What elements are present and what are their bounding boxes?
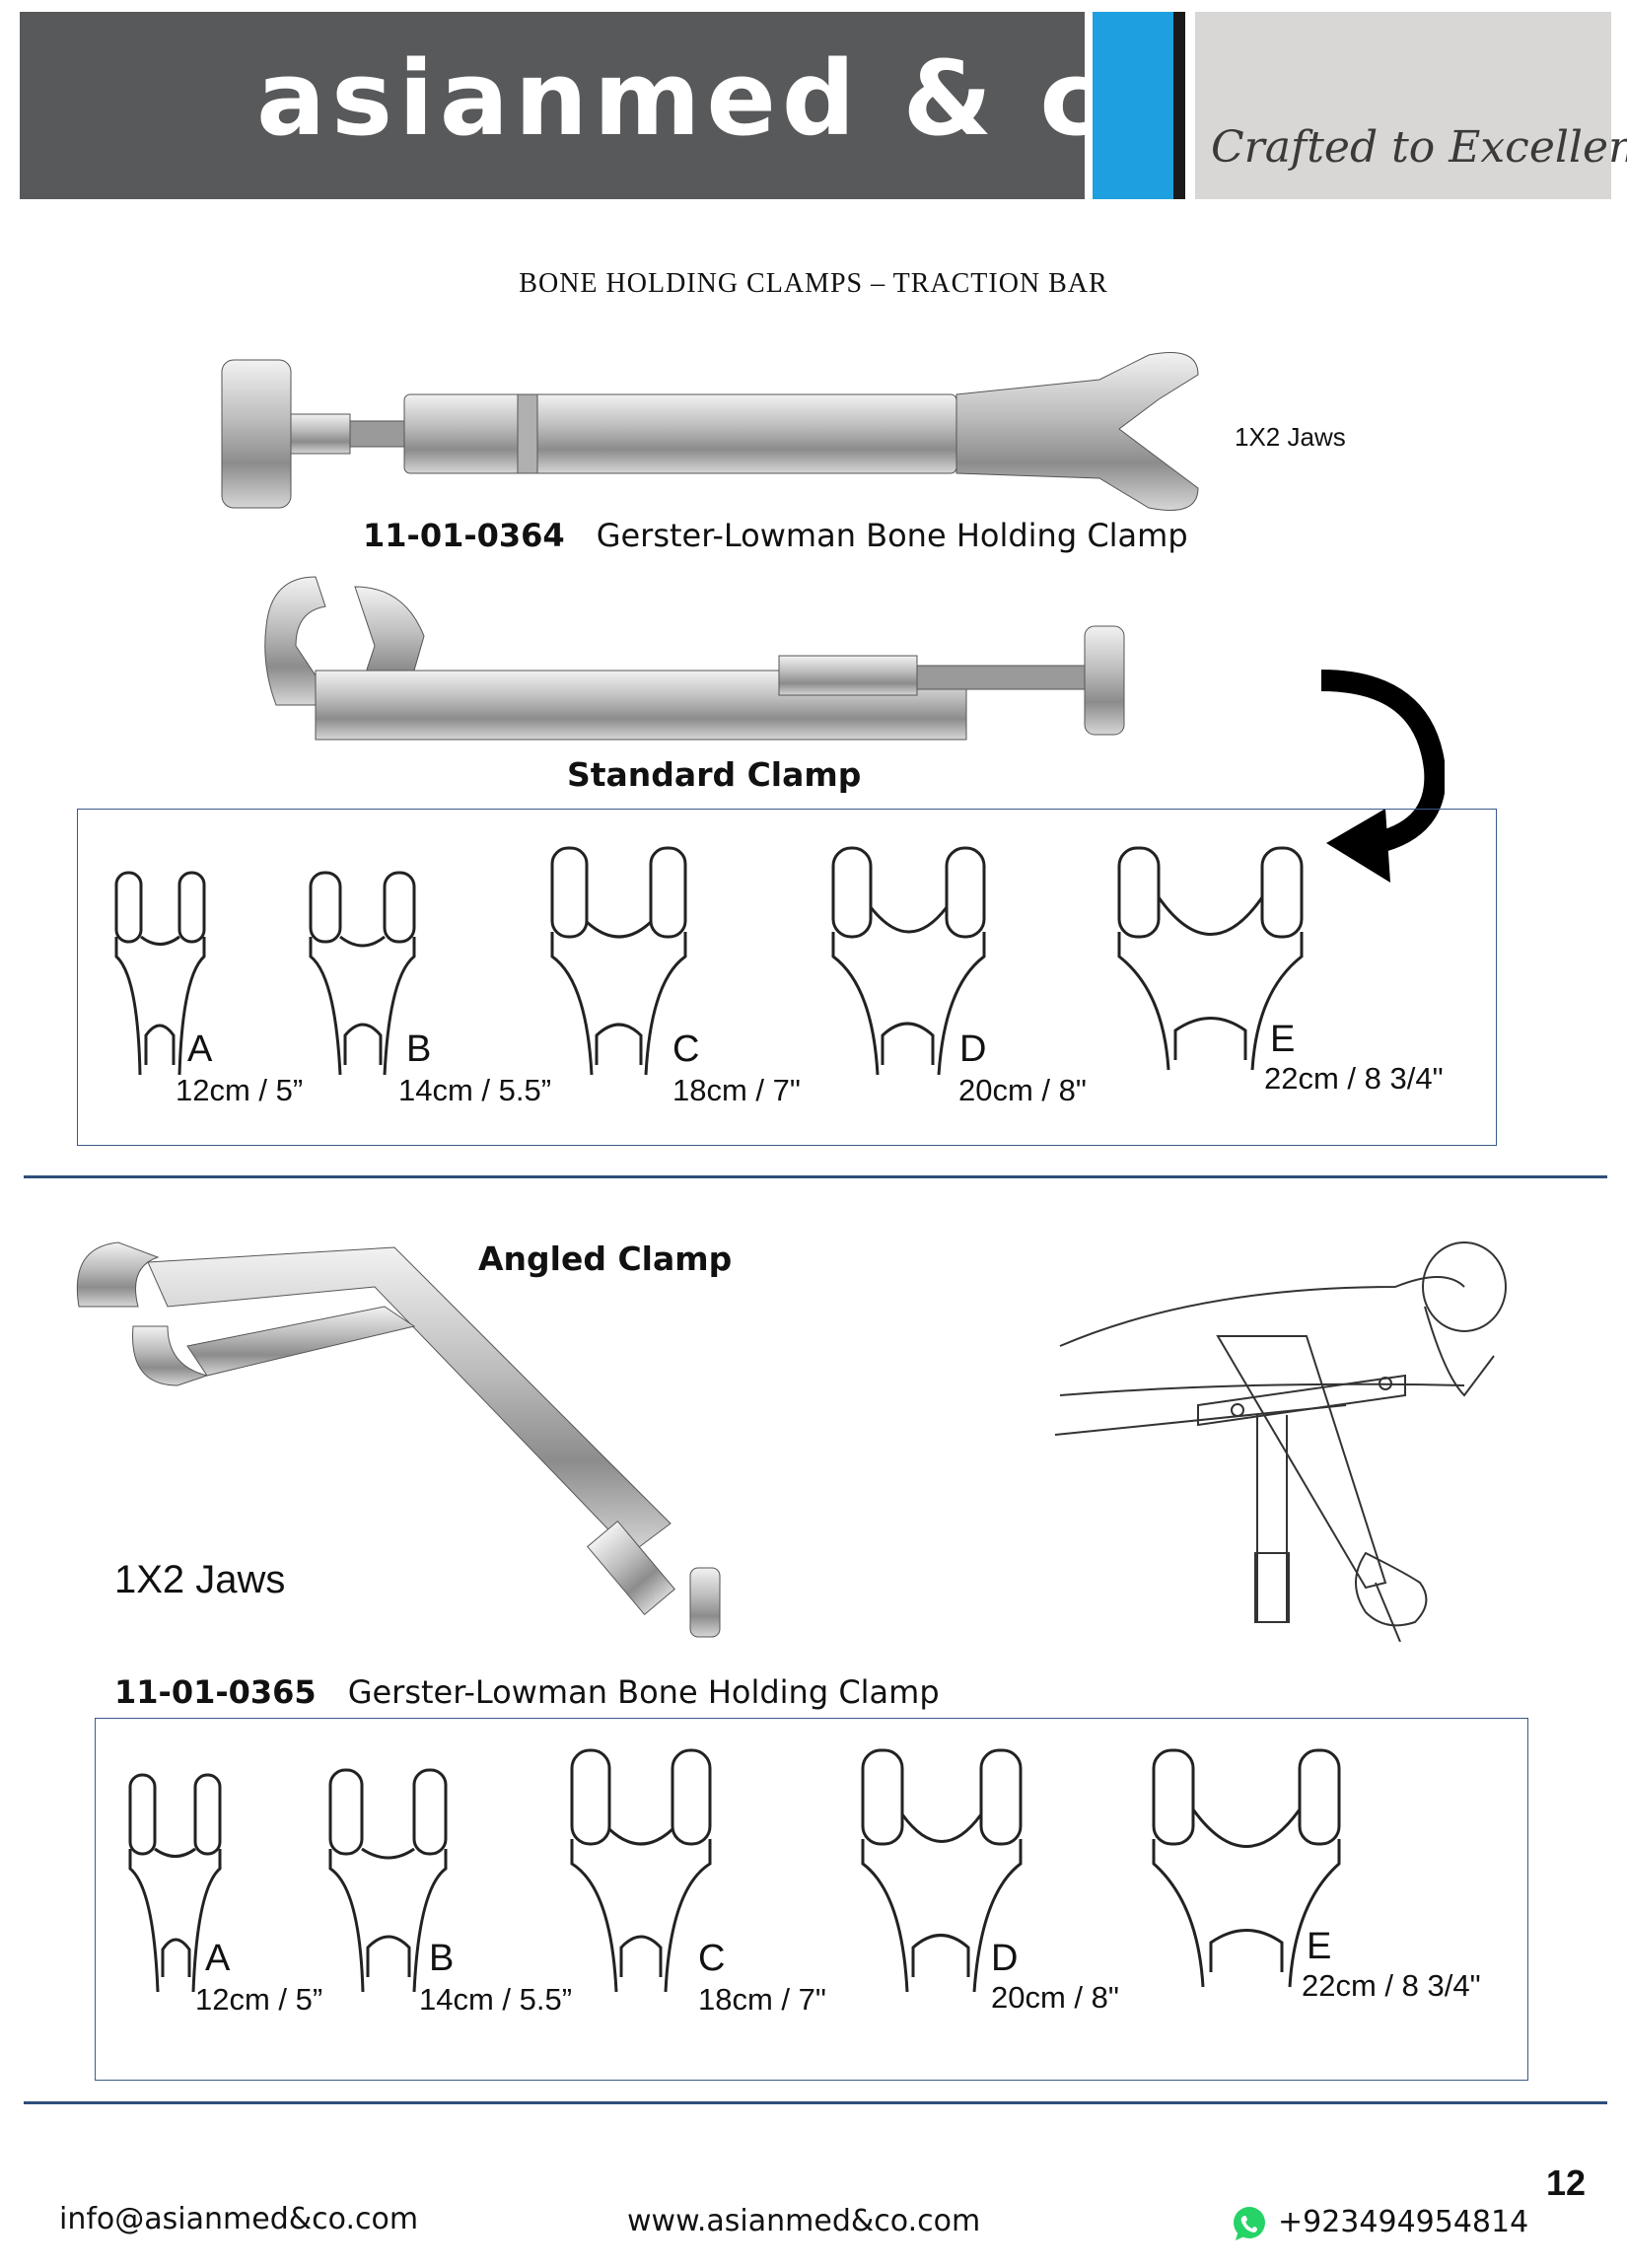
- gerster-lowman-clamp-image: [221, 352, 1199, 511]
- product-code: 11-01-0364: [363, 517, 565, 554]
- angled-jaw-drawings: [128, 1748, 1341, 1993]
- page-title: BONE HOLDING CLAMPS – TRACTION BAR: [519, 268, 1108, 299]
- footer-phone[interactable]: +923494954814: [1278, 2205, 1529, 2239]
- product-caption: 11-01-0365 Gerster-Lowman Bone Holding Cl…: [114, 1673, 940, 1711]
- size-label: 12cm / 5”: [176, 1073, 304, 1107]
- product-caption: 11-01-0364 Gerster-Lowman Bone Holding Cl…: [363, 517, 1188, 554]
- size-letter: E: [1270, 1019, 1296, 1060]
- standard-clamp-label: Standard Clamp: [567, 755, 862, 794]
- size-label: 14cm / 5.5”: [419, 1982, 573, 2017]
- clamp-usage-illustration: [1054, 1241, 1507, 1642]
- size-label: 22cm / 8 3/4": [1264, 1061, 1444, 1096]
- size-label: 20cm / 8": [958, 1073, 1087, 1107]
- header-tagline-panel: [1195, 12, 1611, 199]
- header-tagline: Crafted to Excellence: [1211, 122, 1627, 173]
- page-number: 12: [1546, 2162, 1587, 2203]
- size-letter: D: [991, 1938, 1019, 1979]
- size-label: 18cm / 7": [698, 1982, 826, 2017]
- header-banner: [20, 12, 1085, 199]
- brand-logo: asianmed & co: [256, 38, 1183, 159]
- size-label: 12cm / 5”: [195, 1982, 323, 2017]
- standard-clamp-image: [264, 576, 1125, 741]
- size-letter: C: [698, 1938, 726, 1979]
- size-label: 18cm / 7": [672, 1073, 801, 1107]
- product-name: Gerster-Lowman Bone Holding Clamp: [596, 517, 1188, 554]
- footer-website[interactable]: www.asianmed&co.com: [627, 2204, 981, 2238]
- section-divider: [24, 2101, 1607, 2104]
- standard-clamp-size-chart: [77, 809, 1497, 1146]
- whatsapp-icon: [1234, 2207, 1265, 2240]
- size-letter: B: [406, 1028, 432, 1070]
- size-letter: A: [187, 1028, 213, 1070]
- size-letter: D: [959, 1028, 987, 1070]
- angled-clamp-size-chart: [95, 1718, 1528, 2081]
- size-label: 20cm / 8": [991, 1980, 1119, 2015]
- product-code: 11-01-0365: [114, 1673, 317, 1711]
- standard-jaw-drawings: [114, 846, 1304, 1076]
- footer-email[interactable]: info@asianmed&co.com: [59, 2202, 419, 2236]
- product-name: Gerster-Lowman Bone Holding Clamp: [347, 1673, 940, 1711]
- jaws-label: 1X2 Jaws: [1235, 422, 1346, 452]
- header-accent-bar: [1093, 12, 1173, 199]
- size-label: 22cm / 8 3/4": [1302, 1968, 1481, 2003]
- size-letter: A: [205, 1938, 231, 1979]
- size-letter: B: [429, 1938, 455, 1979]
- section-divider: [24, 1175, 1607, 1178]
- header-divider-dark: [1173, 12, 1185, 199]
- angled-clamp-image: [76, 1241, 721, 1638]
- header-divider: [1085, 12, 1093, 199]
- curved-arrow-icon: [1320, 670, 1445, 883]
- angled-clamp-label: Angled Clamp: [478, 1240, 733, 1278]
- size-letter: C: [672, 1028, 700, 1070]
- size-letter: E: [1307, 1926, 1332, 1967]
- angled-jaws-label: 1X2 Jaws: [114, 1558, 286, 1601]
- size-label: 14cm / 5.5”: [398, 1073, 552, 1107]
